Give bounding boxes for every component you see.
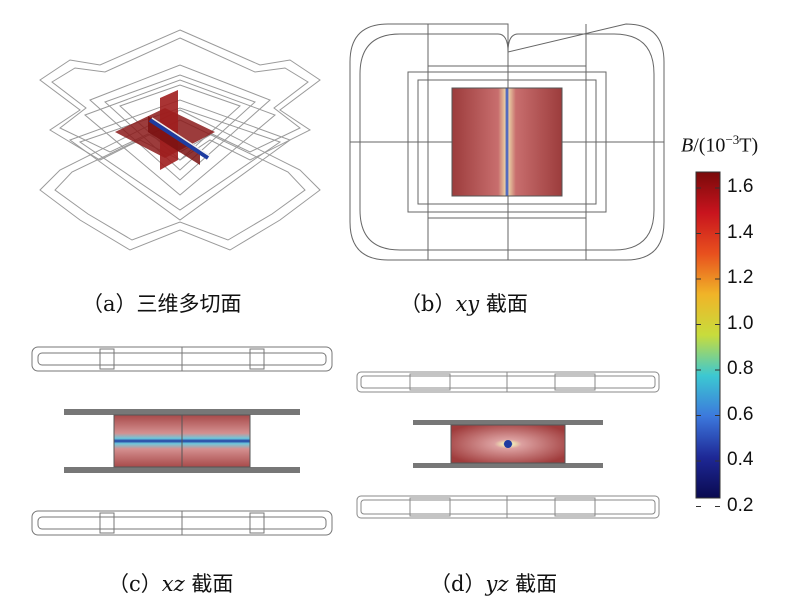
colorbar-tick-label: 1.2 (727, 267, 754, 288)
panel-c-xz-section (31, 346, 333, 536)
colorbar-tick-label: 1.0 (727, 312, 754, 334)
panel-b-xy-section (349, 23, 665, 261)
colorbar-tick-label: 0.6 (727, 403, 754, 425)
colorbar-title: B/(10−3T) (681, 132, 759, 157)
caption-a: （a）三维多切面 (82, 292, 242, 316)
colorbar-tick-label: 0.2 (727, 494, 754, 516)
colorbar-tick-label: 0.4 (727, 449, 754, 470)
panel-a-3d-multislice (39, 29, 321, 251)
colorbar-tick-label: 1.4 (727, 221, 754, 243)
panel-d-yz-section (356, 371, 660, 519)
caption-b: （b）xy 截面 (400, 292, 528, 316)
caption-c: （c）xz 截面 (108, 572, 234, 596)
colorbar-tick-label: 1.6 (727, 176, 754, 197)
caption-d: （d）yz 截面 (430, 572, 558, 596)
colorbar (695, 171, 721, 507)
colorbar-tick-label: 0.8 (727, 358, 754, 379)
